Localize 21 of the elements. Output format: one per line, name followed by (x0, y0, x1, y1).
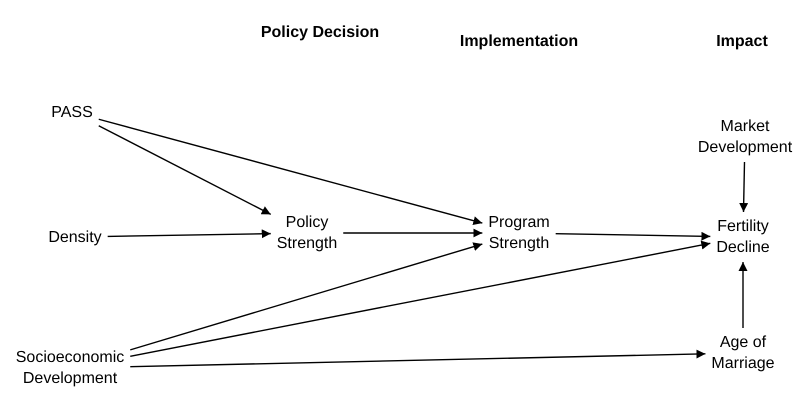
node-label: PASS (44, 102, 100, 122)
arrow (108, 229, 271, 238)
arrow (130, 350, 706, 368)
node-label: Program Strength (474, 212, 564, 254)
node-label: Age of Marriage (698, 332, 788, 374)
node-label: Policy Strength (262, 212, 352, 254)
node-label: Fertility Decline (698, 216, 788, 258)
column-heading: Impact (715, 32, 769, 52)
node-label: Socioeconomic Development (5, 347, 135, 389)
arrow (98, 125, 272, 215)
arrow (98, 118, 482, 226)
node-label: Density (35, 226, 115, 248)
arrow (343, 228, 482, 238)
arrow (130, 242, 483, 351)
column-heading: Policy Decision (260, 23, 380, 43)
arrow (130, 240, 710, 357)
column-heading: Implementation (458, 32, 580, 52)
arrow (556, 232, 710, 241)
arrow (739, 162, 748, 212)
arrow (738, 262, 748, 328)
node-label: Market Development (690, 116, 800, 158)
